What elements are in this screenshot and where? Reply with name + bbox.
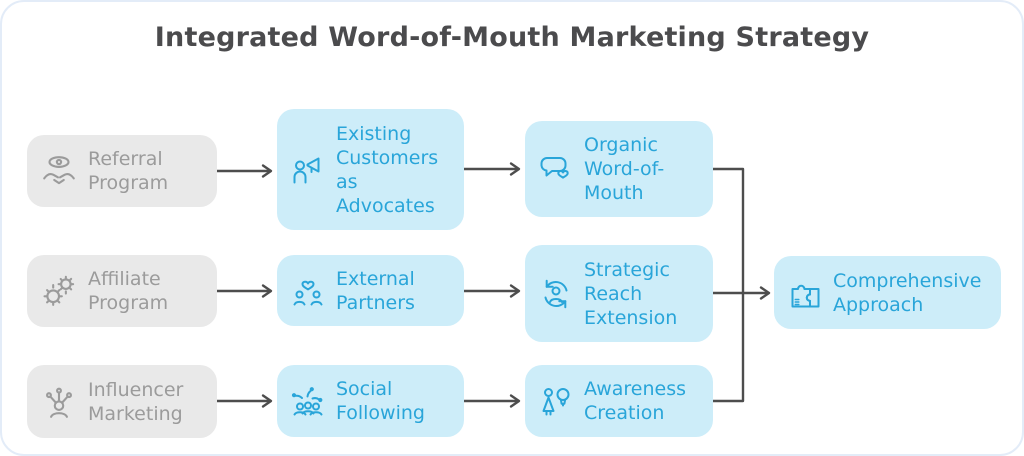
node-label-influencer-marketing: Influencer Marketing bbox=[88, 378, 184, 425]
node-label-social-following: Social Following bbox=[336, 378, 425, 424]
arrowhead-icon bbox=[261, 164, 273, 178]
arrowhead-icon bbox=[261, 284, 273, 298]
node-label-strategic-reach: Strategic Reach Extension bbox=[584, 258, 678, 329]
gears-partnership-icon bbox=[40, 272, 78, 310]
crowd-sparks-icon bbox=[290, 383, 326, 419]
node-label-existing-customers: Existing Customers as Advocates bbox=[336, 122, 439, 217]
node-referral-program: Referral Program bbox=[27, 135, 217, 207]
arrowhead-icon bbox=[509, 394, 521, 408]
node-awareness-creation: Awareness Creation bbox=[525, 365, 713, 437]
node-external-partners: External Partners bbox=[277, 255, 464, 326]
node-label-external-partners: External Partners bbox=[336, 267, 415, 314]
puzzle-pieces-icon bbox=[787, 275, 823, 311]
influencer-network-icon bbox=[40, 383, 78, 421]
node-label-awareness-creation: Awareness Creation bbox=[584, 378, 687, 424]
person-lightbulb-icon bbox=[538, 383, 574, 419]
elbow-line bbox=[711, 291, 745, 403]
person-megaphone-icon bbox=[290, 152, 326, 188]
node-label-affiliate-program: Affiliate Program bbox=[88, 268, 169, 314]
elbow-line bbox=[711, 167, 745, 295]
node-influencer-marketing: Influencer Marketing bbox=[27, 365, 217, 438]
person-cycle-icon bbox=[538, 276, 574, 312]
node-comprehensive-approach: Comprehensive Approach bbox=[774, 256, 1001, 329]
arrowhead-icon bbox=[509, 162, 521, 176]
node-label-referral-program: Referral Program bbox=[88, 148, 169, 194]
diagram-title: Integrated Word-of-Mouth Marketing Strat… bbox=[154, 22, 870, 53]
node-social-following: Social Following bbox=[277, 365, 464, 437]
node-organic-word-of-mouth: Organic Word-of- Mouth bbox=[525, 121, 713, 217]
partners-heart-icon bbox=[290, 273, 326, 309]
node-strategic-reach: Strategic Reach Extension bbox=[525, 245, 713, 342]
eye-handshake-icon bbox=[40, 152, 78, 190]
arrowhead-icon bbox=[509, 284, 521, 298]
speech-bubble-heart-icon bbox=[538, 151, 574, 187]
arrowhead-icon bbox=[759, 286, 771, 300]
node-label-organic-word-of-mouth: Organic Word-of- Mouth bbox=[584, 134, 665, 204]
node-existing-customers: Existing Customers as Advocates bbox=[277, 109, 464, 230]
arrowhead-icon bbox=[261, 394, 273, 408]
node-label-comprehensive-approach: Comprehensive Approach bbox=[833, 269, 982, 316]
node-affiliate-program: Affiliate Program bbox=[27, 255, 217, 327]
